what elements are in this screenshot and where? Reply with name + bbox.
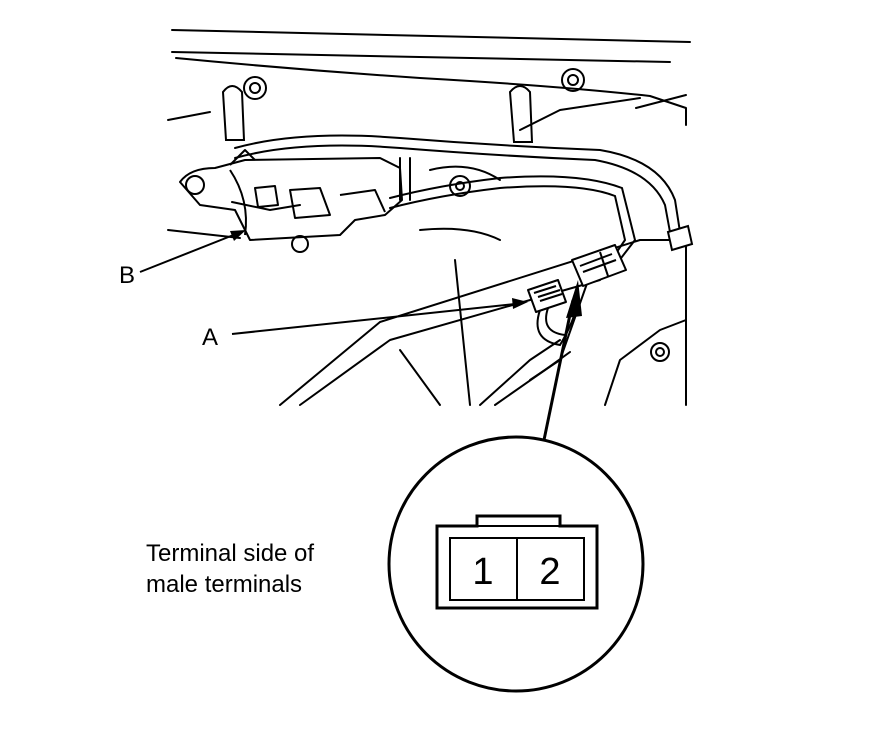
- leader-a: [231, 298, 528, 335]
- harness-posts: [221, 85, 534, 143]
- leader-b: [139, 230, 246, 273]
- caption-line-1: Terminal side of: [146, 540, 315, 567]
- caption-line-2: male terminals: [146, 571, 303, 598]
- connector-a: [527, 279, 567, 313]
- pointer-arrow: [542, 280, 582, 441]
- callout-a: A: [202, 324, 218, 351]
- mounting-bolts: [243, 68, 670, 362]
- callout-b: B: [119, 262, 135, 289]
- mating-connector: [571, 244, 627, 287]
- pin-1-label: 1: [472, 551, 493, 593]
- caption: Terminal side of male terminals: [146, 538, 314, 600]
- door-lock-actuator: [179, 149, 403, 241]
- harness-end-cap: [666, 224, 694, 252]
- connector-detail-view: [387, 435, 645, 693]
- pin-2-label: 2: [539, 551, 560, 593]
